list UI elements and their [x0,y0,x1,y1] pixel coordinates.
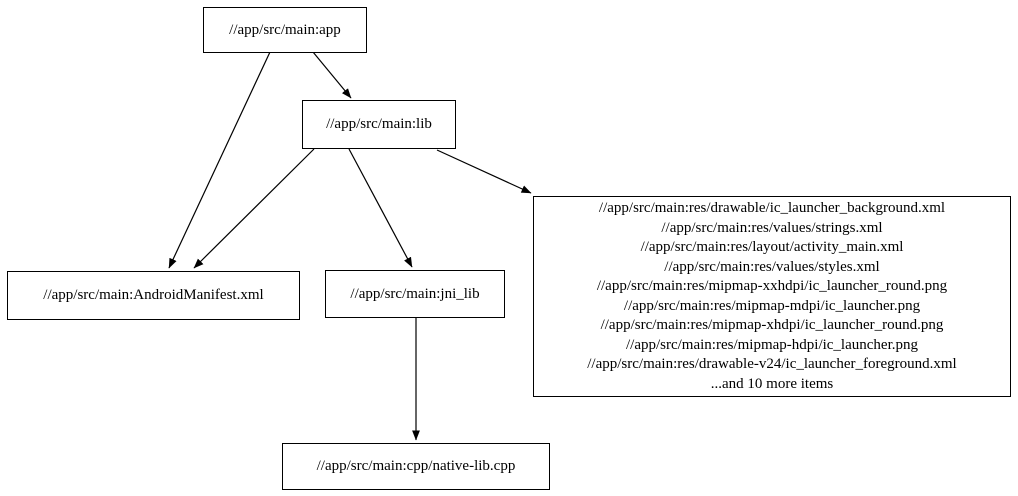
res-file-line: //app/src/main:res/mipmap-mdpi/ic_launch… [623,297,921,314]
res-file-line: //app/src/main:res/mipmap-xxhdpi/ic_laun… [596,278,948,294]
node-jni-lib: //app/src/main:jni_lib [325,270,505,318]
node-android-manifest: //app/src/main:AndroidManifest.xml [7,271,300,320]
node-lib: //app/src/main:lib [302,100,456,149]
node-native-lib-cpp: //app/src/main:cpp/native-lib.cpp [282,443,550,490]
edge-app-lib [312,51,352,99]
res-file-line: //app/src/main:res/values/styles.xml [664,258,880,275]
node-native-lib-cpp-label: //app/src/main:cpp/native-lib.cpp [316,458,516,474]
res-file-line: //app/src/main:res/values/strings.xml [661,219,883,236]
node-lib-label: //app/src/main:lib [326,116,432,132]
edge-lib-jni-lib [348,148,413,268]
node-android-manifest-label: //app/src/main:AndroidManifest.xml [43,287,264,303]
node-res-files: //app/src/main:res/drawable/ic_launcher_… [533,196,1011,397]
edge-lib-res-files [436,149,532,194]
edge-app-android-manifest [168,51,271,269]
node-jni-lib-label: //app/src/main:jni_lib [350,285,480,302]
res-file-line: //app/src/main:res/layout/activity_main.… [640,239,904,255]
res-file-line: //app/src/main:res/drawable-v24/ic_launc… [587,356,957,372]
res-file-line: //app/src/main:res/drawable/ic_launcher_… [598,200,946,216]
res-file-more-items: ...and 10 more items [710,375,834,392]
res-file-line: //app/src/main:res/mipmap-xhdpi/ic_launc… [600,317,944,333]
res-file-line: //app/src/main:res/mipmap-hdpi/ic_launch… [625,336,918,353]
node-app: //app/src/main:app [203,7,367,53]
edge-lib-android-manifest [193,148,315,269]
node-app-label: //app/src/main:app [229,21,341,38]
